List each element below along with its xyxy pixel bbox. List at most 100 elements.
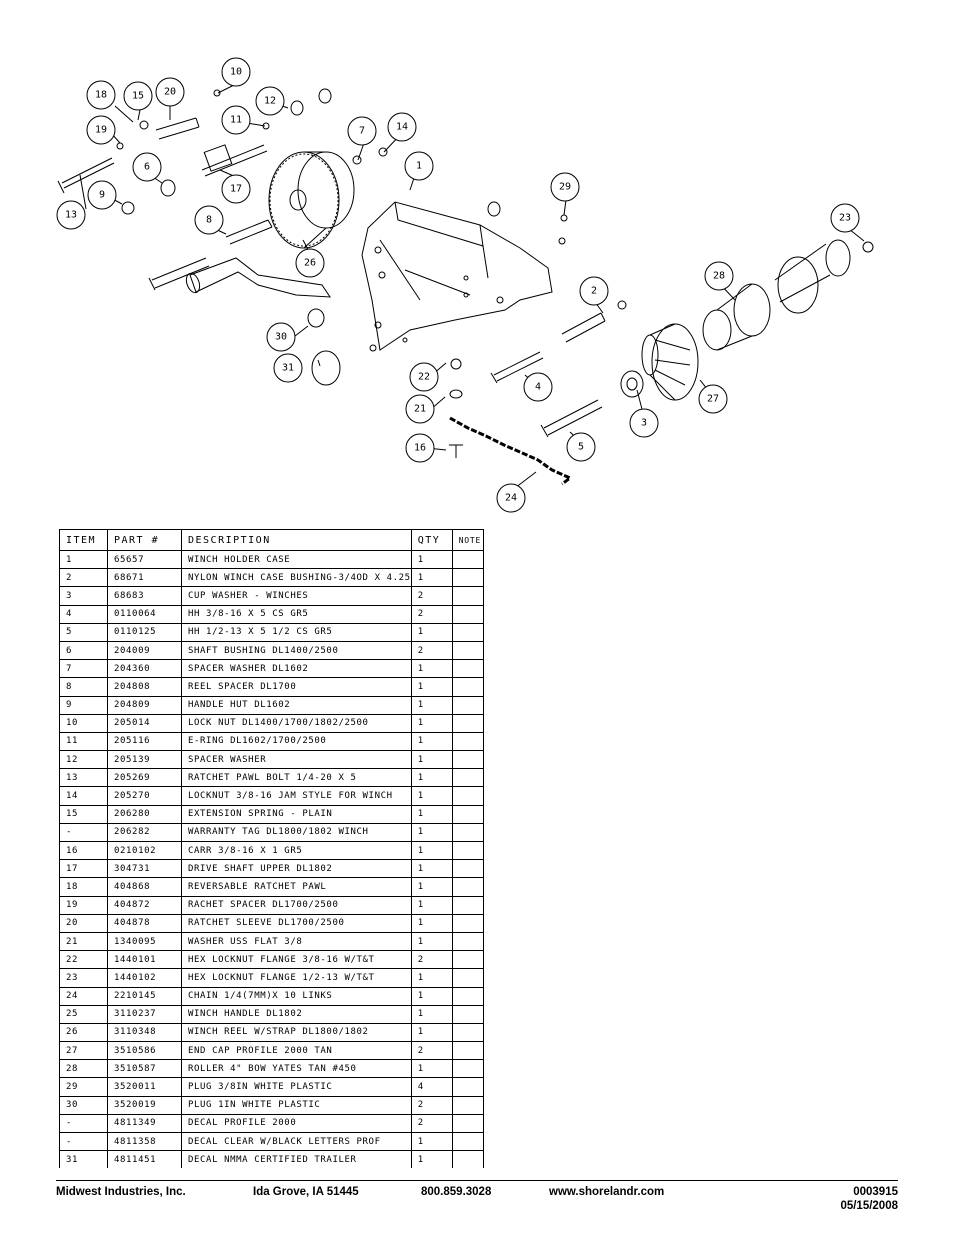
callout-24: 24 — [496, 483, 526, 513]
item-cell: 18 — [59, 877, 108, 897]
part-number-cell: 0110125 — [107, 622, 182, 642]
qty-cell: 1 — [410, 877, 453, 897]
note-cell — [451, 1059, 484, 1079]
part-number-cell: 1440101 — [107, 950, 182, 970]
part-number-cell: 3510587 — [107, 1059, 182, 1079]
callout-27: 27 — [698, 384, 728, 414]
callout-29: 29 — [550, 172, 580, 202]
note-cell — [451, 859, 484, 879]
note-cell — [451, 786, 484, 806]
qty-cell: 1 — [410, 1004, 453, 1024]
description-cell: PLUG 3/8IN WHITE PLASTIC — [181, 1077, 412, 1097]
svg-text:3: 3 — [641, 418, 647, 429]
qty-cell: 1 — [410, 659, 453, 679]
header-qty: QTY — [410, 529, 453, 551]
callout-16: 16 — [405, 433, 435, 463]
qty-cell: 1 — [410, 731, 453, 752]
note-cell — [451, 1113, 484, 1134]
qty-cell: 2 — [410, 586, 453, 606]
part-number-cell: 3110348 — [107, 1022, 182, 1043]
description-cell: ROLLER 4" BOW YATES TAN #450 — [181, 1059, 412, 1079]
item-cell: 28 — [59, 1059, 108, 1079]
svg-text:14: 14 — [396, 122, 408, 133]
svg-text:30: 30 — [275, 332, 287, 343]
part-number-cell: 404872 — [107, 895, 182, 915]
description-cell: E-RING DL1602/1700/2500 — [181, 731, 412, 752]
part-number-cell: 206282 — [107, 822, 182, 843]
part-number-cell: 3520011 — [107, 1077, 182, 1097]
part-number-cell: 68683 — [107, 586, 182, 606]
qty-cell: 1 — [410, 695, 453, 715]
item-cell: 24 — [59, 986, 108, 1006]
header-note: NOTE — [451, 529, 484, 551]
part-number-cell: 205139 — [107, 750, 182, 770]
note-cell — [451, 1022, 484, 1043]
item-cell: 14 — [59, 786, 108, 806]
qty-cell: 2 — [410, 1041, 453, 1061]
callout-6: 6 — [132, 152, 162, 182]
description-cell: LOCK NUT DL1400/1700/1802/2500 — [181, 713, 412, 733]
callout-18: 18 — [86, 80, 116, 110]
part-number-cell: 204809 — [107, 695, 182, 715]
callout-7: 7 — [347, 116, 377, 146]
qty-cell: 1 — [410, 913, 453, 933]
note-cell — [451, 549, 484, 570]
note-cell — [451, 931, 484, 952]
description-cell: RATCHET SLEEVE DL1700/2500 — [181, 913, 412, 933]
header-part-number: PART # — [107, 529, 182, 551]
note-cell — [451, 968, 484, 988]
part-number-cell: 4811349 — [107, 1113, 182, 1134]
item-cell: 31 — [59, 1150, 108, 1169]
item-cell: 3 — [59, 586, 108, 606]
callout-1: 1 — [404, 151, 434, 181]
qty-cell: 1 — [410, 750, 453, 770]
part-number-cell: 206280 — [107, 804, 182, 824]
callout-31: 31 — [273, 353, 303, 383]
part-number-cell: 3110237 — [107, 1004, 182, 1024]
item-cell: 4 — [59, 604, 108, 624]
item-cell: 30 — [59, 1095, 108, 1115]
note-cell — [451, 713, 484, 733]
callout-10: 10 — [221, 57, 251, 87]
note-cell — [451, 950, 484, 970]
part-number-cell: 204808 — [107, 677, 182, 697]
part-number-cell: 404878 — [107, 913, 182, 933]
note-cell — [451, 822, 484, 843]
qty-cell: 1 — [410, 859, 453, 879]
qty-cell: 1 — [410, 677, 453, 697]
description-cell: CARR 3/8-16 X 1 GR5 — [181, 840, 412, 861]
description-cell: EXTENSION SPRING - PLAIN — [181, 804, 412, 824]
footer-phone: 800.859.3028 — [421, 1186, 492, 1198]
svg-text:12: 12 — [264, 96, 276, 107]
svg-text:20: 20 — [164, 87, 176, 98]
item-cell: 5 — [59, 622, 108, 642]
callout-28: 28 — [704, 261, 734, 291]
callout-23: 23 — [830, 203, 860, 233]
item-cell: 23 — [59, 968, 108, 988]
part-number-cell: 3510586 — [107, 1041, 182, 1061]
part-number-cell: 205270 — [107, 786, 182, 806]
description-cell: WINCH HANDLE DL1802 — [181, 1004, 412, 1024]
qty-cell: 1 — [410, 968, 453, 988]
item-cell: 6 — [59, 640, 108, 661]
item-cell: - — [59, 822, 108, 843]
item-cell: 29 — [59, 1077, 108, 1097]
item-cell: 13 — [59, 768, 108, 788]
description-cell: RACHET SPACER DL1700/2500 — [181, 895, 412, 915]
qty-cell: 1 — [410, 840, 453, 861]
item-cell: 11 — [59, 731, 108, 752]
part-number-cell: 304731 — [107, 859, 182, 879]
svg-text:31: 31 — [282, 363, 294, 374]
note-cell — [451, 604, 484, 624]
part-number-cell: 0210102 — [107, 840, 182, 861]
